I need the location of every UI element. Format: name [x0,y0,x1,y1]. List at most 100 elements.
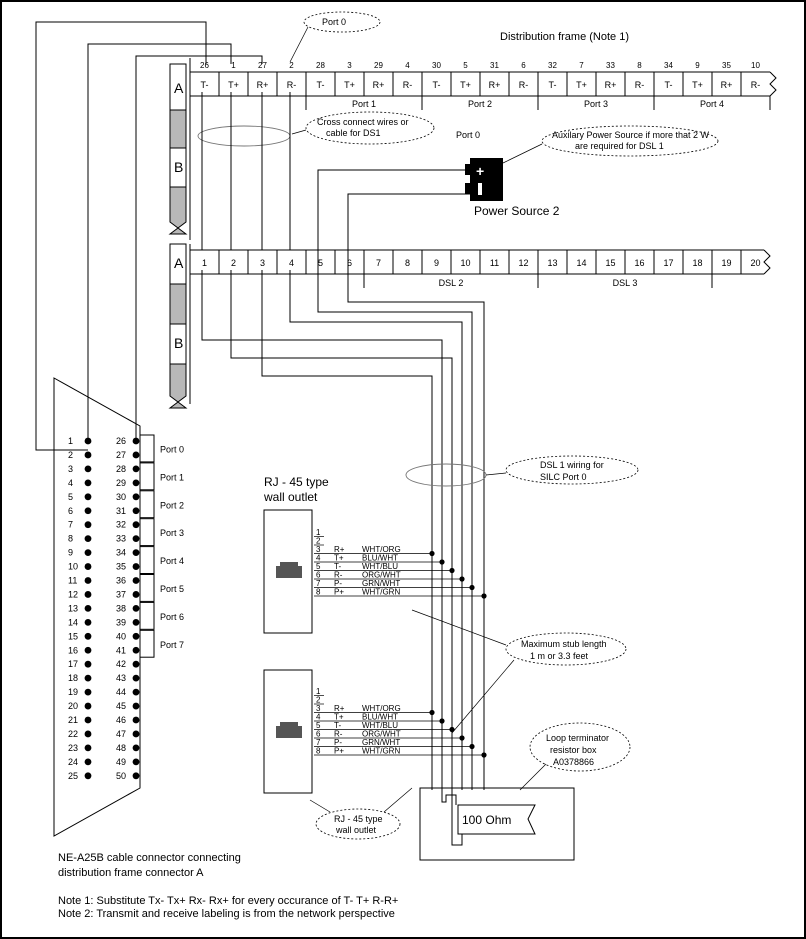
connector-right-pin-label: 35 [116,562,126,572]
connector-right-pin-label: 39 [116,617,126,627]
connector-right-pin [132,577,140,584]
connector-right-pin-label: 27 [116,450,126,460]
frame-lower-pin-number: 15 [605,258,615,268]
callout-port0: Port 0 [289,11,381,63]
rj45-pin-number: 7 [316,738,321,747]
connector-left-pin [84,674,92,682]
rj45-pin-number: 1 [316,687,321,696]
frame-top-pin-number: 29 [374,61,383,70]
frame-top-signal: T- [317,80,325,90]
frame-top-signal: T- [549,80,557,90]
frame-top-pin-number: 10 [751,61,760,70]
rj45-pin-number: 2 [316,696,321,705]
rj45-title-2: wall outlet [263,490,318,504]
rj45-signal: T+ [334,713,344,722]
rj45-junction-dot [439,718,445,724]
rj45-pin-number: 5 [316,562,321,571]
frame-top-pin-number: 26 [200,61,209,70]
connector-right-pin-label: 38 [116,603,126,613]
rj45-pin-number: 7 [316,579,321,588]
connector-left-pin [84,591,92,598]
connector-right-pin-label: 43 [116,673,126,683]
connector-right-pin [132,660,140,668]
rj45-signal: P- [334,738,342,747]
rj45-signal: P+ [334,747,344,756]
connector-left-pin-label: 19 [68,687,78,697]
connector-right-pin-label: 28 [116,464,126,474]
frame-top-signal: T- [201,80,209,90]
rj45-color: WHT/BLU [362,721,398,730]
rj45-junction-dot [449,726,455,733]
rj45-color: ORG/WHT [362,730,401,739]
frame-lower-pin-number: 4 [289,258,294,268]
connector-left-pin [84,744,92,752]
port0-label: Port 0 [456,130,480,140]
frame-lower-pin-number: 1 [202,258,207,268]
svg-text:Cross connect wires or: Cross connect wires or [317,117,409,127]
svg-text:1 m or 3.3 feet: 1 m or 3.3 feet [530,651,589,661]
frame-top-pin-number: 27 [258,61,267,70]
connector-left-pin [84,437,92,445]
connector-port-label: Port 4 [160,556,184,566]
ne-a25b-connector [53,377,141,837]
connector-right-pin [132,437,140,445]
connector-left-pin [84,772,92,780]
frame-top-signal: R- [287,80,297,90]
frame-lower-pin-number: 16 [634,258,644,268]
connector-right-pin-label: 32 [116,520,126,530]
connector-left-pin-label: 18 [68,673,78,683]
frame-top-pin-number: 8 [637,61,642,70]
connector-left-pin-label: 14 [68,617,78,627]
rj45-signal: T- [334,721,341,730]
connector-left-pin-label: 12 [68,589,78,599]
connector-right-pin-label: 26 [116,436,126,446]
loop-terminator-box: 100 Ohm [419,787,575,861]
rj45-title-1: RJ - 45 type [264,475,329,489]
frame-top-signal: R+ [257,80,269,90]
connector-left-pin [84,521,92,529]
rj45-outlet-2 [263,669,313,794]
dsl-group-label: DSL 2 [439,278,464,288]
connector-port-label: Port 0 [160,444,184,454]
frame-top-pin-number: 32 [548,61,557,70]
connector-right-pin [132,716,140,724]
connector-port-label: Port 3 [160,528,184,538]
rj45-junction-dot [459,735,465,741]
connector-left-pin-label: 16 [68,645,78,655]
connector-right-pin [132,563,140,570]
connector-right-pin-label: 40 [116,631,126,641]
connector-left-pin-label: 11 [68,576,77,586]
connector-left-pin [84,660,92,668]
connector-left-pin [84,507,92,515]
frame-top-signal: R- [519,80,529,90]
power-source: + Power Source 2 [465,158,560,218]
frame-top-pin-number: 2 [289,61,294,70]
connector-left-pin-label: 24 [68,757,78,767]
connector-left-pin-label: 22 [68,729,78,739]
connector-left-pin-label: 25 [68,771,78,781]
rj45-signal: T+ [334,554,344,563]
rj45-color: WHT/BLU [362,562,398,571]
connector-left-pin-label: 21 [68,715,78,725]
rj45-outlet-1 [263,509,313,634]
rj45-pin-number: 6 [316,571,321,580]
rj45-color: BLU/WHT [362,713,398,722]
frame-top-pin-number: 33 [606,61,615,70]
connector-caption-2: distribution frame connector A [58,867,204,879]
connector-left-pin [84,688,92,696]
connector-right-pin [132,465,140,473]
rj45-signal: R+ [334,545,345,554]
connector-right-pin-label: 31 [116,506,126,516]
svg-text:resistor box: resistor box [550,745,597,755]
connector-right-pin [132,521,140,529]
connector-right-pin [132,646,140,654]
connector-right-pin [132,535,140,543]
svg-text:are required for DSL 1: are required for DSL 1 [575,141,664,151]
frame-lower-pin-number: 13 [547,258,557,268]
connector-port-label: Port 2 [160,500,184,510]
diagram-title: Distribution frame (Note 1) [500,31,629,43]
connector-left-pin-label: 7 [68,520,73,530]
